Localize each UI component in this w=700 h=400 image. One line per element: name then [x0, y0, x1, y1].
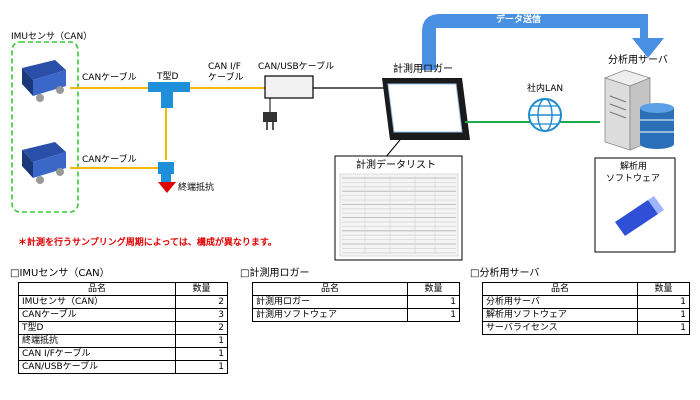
item-name: CAN/USBケーブル: [18, 360, 176, 374]
item-name: T型D: [18, 321, 176, 335]
imu-sensor-icon: [22, 142, 66, 184]
item-name: CAN I/Fケーブル: [18, 347, 176, 361]
item-qty: 1: [637, 308, 690, 322]
database-icon: [640, 103, 674, 149]
table-title: □IMUセンサ（CAN）: [10, 268, 110, 279]
item-name: 解析用ソフトウェア: [482, 308, 638, 322]
item-qty: 1: [175, 347, 228, 361]
column-header: 品名: [252, 282, 408, 296]
lan-globe-icon: [528, 98, 562, 132]
server-label: 分析用サーバ: [608, 55, 668, 66]
item-name: 分析用サーバ: [482, 295, 638, 309]
item-name: CANケーブル: [18, 308, 176, 322]
table-title: □分析用サーバ: [470, 268, 540, 279]
column-header: 数量: [175, 282, 228, 296]
analysis-software-callout: [594, 157, 676, 253]
can-if-cable-label: ケーブル: [208, 73, 244, 83]
table-header-row: 品名 数量: [482, 282, 690, 296]
column-header: 数量: [407, 282, 460, 296]
can-cable-label: CANケーブル: [82, 73, 137, 83]
t-connector-label: T型D: [157, 72, 179, 82]
data-list-screenshot: [339, 173, 459, 257]
item-qty: 1: [637, 321, 690, 335]
can-usb-adapter-icon: [264, 75, 314, 99]
item-qty: 2: [175, 321, 228, 335]
column-header: 品名: [18, 282, 176, 296]
item-name: 終端抵抗: [18, 334, 176, 348]
item-qty: 2: [175, 295, 228, 309]
imu-sensor-icon: [22, 60, 66, 102]
item-name: サーバライセンス: [482, 321, 638, 335]
can-usb-cable-label: CAN/USBケーブル: [258, 62, 335, 72]
item-qty: 1: [407, 308, 460, 322]
table-header-row: 品名 数量: [18, 282, 228, 296]
item-qty: 1: [637, 295, 690, 309]
can-if-cable-label: CAN I/F: [208, 62, 241, 72]
table-row: IMUセンサ（CAN）2: [18, 295, 228, 309]
table-title: □計測用ロガー: [240, 268, 310, 279]
item-qty: 1: [175, 334, 228, 348]
logger-label: 計測用ロガー: [393, 64, 453, 75]
system-diagram: [11, 14, 676, 261]
configuration-note: ＊計測を行うサンプリング周期によっては、構成が異なります。: [18, 238, 277, 248]
item-name: 計測用ロガー: [252, 295, 408, 309]
analysis-software-label: ソフトウェア: [606, 174, 661, 184]
can-cable-label: CANケーブル: [82, 155, 137, 165]
data-list-label: 計測データリスト: [356, 160, 436, 171]
item-name: IMUセンサ（CAN）: [18, 295, 176, 309]
logger-tablet-icon: [382, 78, 470, 140]
network-label: 社内LAN: [527, 84, 564, 94]
column-header: 品名: [482, 282, 638, 296]
table-header-row: 品名 数量: [252, 282, 460, 296]
imu-group-box: [11, 41, 79, 213]
item-name: 計測用ソフトウェア: [252, 308, 408, 322]
item-qty: 1: [407, 295, 460, 309]
terminator-label: 終端抵抗: [178, 183, 215, 193]
terminator-icon: [158, 182, 176, 193]
analysis-software-label: 解析用: [620, 162, 648, 172]
t-connector-icon: [158, 162, 174, 182]
power-plug-icon: [263, 112, 277, 130]
item-qty: 3: [175, 308, 228, 322]
item-qty: 1: [175, 360, 228, 374]
t-connector-icon: [148, 82, 190, 108]
data-transfer-arrow: [422, 14, 664, 70]
imu-group-label: IMUセンサ（CAN）: [11, 32, 93, 42]
column-header: 数量: [637, 282, 690, 296]
data-transfer-label: データ送信: [496, 15, 542, 25]
usb-software-icon: [615, 196, 664, 236]
